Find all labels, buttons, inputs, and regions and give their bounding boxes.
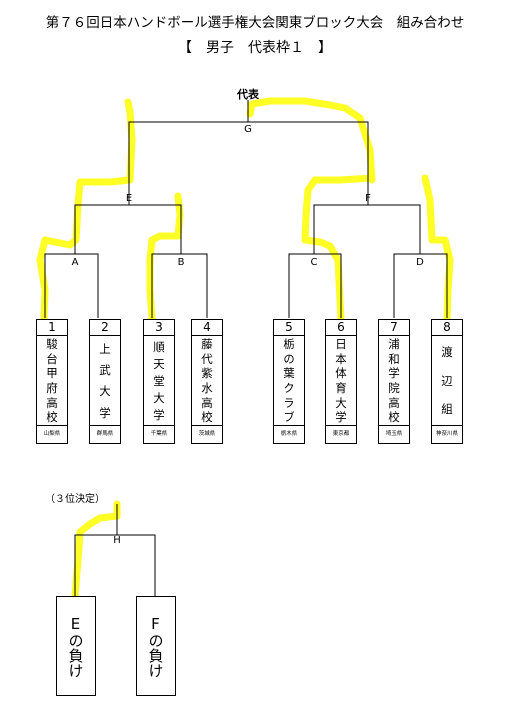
team-name: 上武大学 (98, 342, 112, 419)
match-label-e: E (125, 193, 133, 204)
team-number: 1 (37, 320, 67, 336)
team-prefecture: 東京都 (326, 425, 356, 443)
team-number: 8 (432, 320, 462, 336)
highlight-f (301, 174, 376, 322)
team-number: 3 (144, 320, 174, 336)
team-box-7: 7 浦和学院高校 埼玉県 (378, 319, 410, 444)
team-prefecture: 群馬県 (90, 425, 120, 443)
team-prefecture: 茨城県 (192, 425, 222, 443)
page-title: 第７６回日本ハンドボール選手権大会関東ブロック大会 組み合わせ (45, 15, 465, 31)
team-name: 浦和学院高校 (387, 338, 401, 423)
match-label-c: C (310, 257, 318, 268)
match-label-g: G (244, 124, 252, 135)
highlight-final (246, 97, 376, 184)
team-box-5: 5 栃の葉クラブ 栃木県 (273, 319, 305, 444)
page-subtitle: 【 男子 代表枠１ 】 (178, 40, 332, 56)
team-box-8: 8 渡辺組 神奈川県 (431, 319, 463, 444)
team-number: 5 (274, 320, 304, 336)
highlight-b (146, 192, 184, 322)
team-box-4: 4 藤代紫水高校 茨城県 (191, 319, 223, 444)
team-name: 渡辺組 (440, 346, 454, 415)
champion-label: 代表 (237, 88, 259, 101)
match-label-h: H (113, 535, 121, 546)
team-box-1: 1 駿台甲府高校 山梨県 (36, 319, 68, 444)
highlight-d (421, 174, 454, 322)
team-prefecture: 山梨県 (37, 425, 67, 443)
match-label-f: F (365, 193, 371, 204)
team-prefecture: 神奈川県 (432, 425, 462, 443)
loser-box-f: Fの負け (136, 596, 176, 696)
team-number: 7 (379, 320, 409, 336)
team-prefecture: 栃木県 (274, 425, 304, 443)
highlight-e (36, 98, 136, 322)
match-label-d: D (416, 257, 424, 268)
team-name: 藤代紫水高校 (200, 338, 214, 423)
team-box-3: 3 順天堂大学 千葉県 (143, 319, 175, 444)
highlight-h (71, 500, 121, 600)
team-name: 栃の葉クラブ (282, 338, 296, 423)
team-name: 駿台甲府高校 (45, 338, 59, 423)
team-name: 日本体育大学 (334, 338, 348, 423)
third-place-label: （３位決定） (45, 494, 105, 505)
team-number: 6 (326, 320, 356, 336)
team-box-2: 2 上武大学 群馬県 (89, 319, 121, 444)
team-number: 2 (90, 320, 120, 336)
match-label-a: A (71, 257, 79, 268)
match-label-b: B (177, 257, 185, 268)
team-name: 順天堂大学 (152, 340, 166, 421)
team-box-6: 6 日本体育大学 東京都 (325, 319, 357, 444)
team-number: 4 (192, 320, 222, 336)
loser-box-e: Eの負け (56, 596, 96, 696)
team-prefecture: 埼玉県 (379, 425, 409, 443)
team-prefecture: 千葉県 (144, 425, 174, 443)
